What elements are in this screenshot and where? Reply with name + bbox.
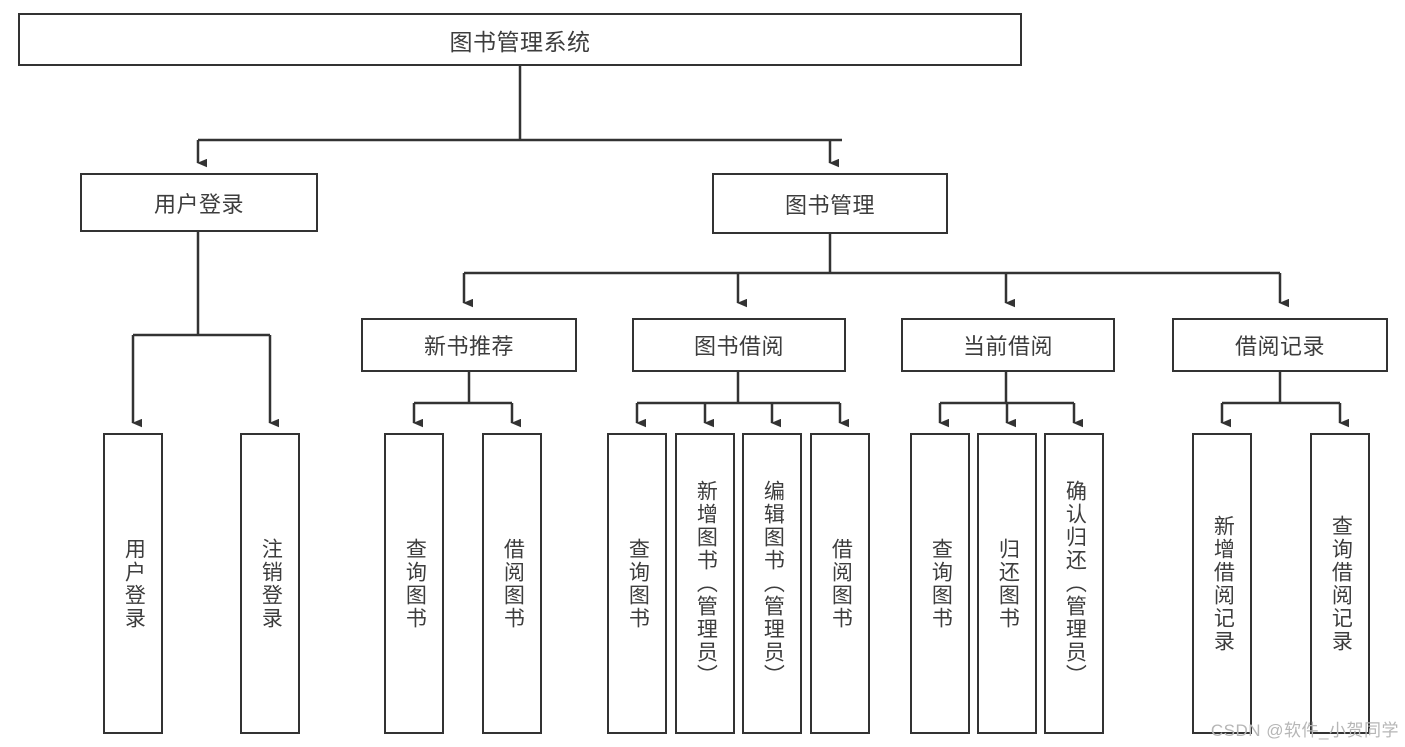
- node-label: 注销登录: [259, 537, 283, 630]
- node-label: 图书借阅: [693, 334, 784, 359]
- leaf-edit-book-admin[interactable]: 编辑图书（管理员）: [742, 433, 802, 734]
- node-label: 查询图书: [929, 537, 953, 630]
- leaf-query-book-borrow[interactable]: 查询图书: [607, 433, 667, 734]
- node-label: 用户登录: [153, 191, 244, 217]
- node-label: 查询借阅记录: [1329, 514, 1353, 653]
- leaf-add-borrow-record[interactable]: 新增借阅记录: [1192, 433, 1252, 734]
- node-label: 新书推荐: [423, 334, 514, 359]
- node-label: 借阅记录: [1234, 334, 1325, 359]
- leaf-query-book-recommend[interactable]: 查询图书: [384, 433, 444, 734]
- node-label: 新增图书（管理员）: [694, 480, 718, 687]
- leaf-borrow-book[interactable]: 借阅图书: [810, 433, 870, 734]
- node-label: 确认归还（管理员）: [1063, 480, 1087, 687]
- leaf-add-book-admin[interactable]: 新增图书（管理员）: [675, 433, 735, 734]
- csdn-watermark: CSDN @软件_小贺同学: [1210, 721, 1399, 740]
- node-new-book-recommend[interactable]: 新书推荐: [361, 318, 577, 372]
- leaf-return-book[interactable]: 归还图书: [977, 433, 1037, 734]
- node-label: 用户登录: [122, 537, 146, 630]
- leaf-user-login[interactable]: 用户登录: [103, 433, 163, 734]
- node-borrow-record[interactable]: 借阅记录: [1172, 318, 1388, 372]
- node-user-login[interactable]: 用户登录: [80, 173, 318, 232]
- node-label: 借阅图书: [501, 537, 525, 630]
- node-label: 借阅图书: [829, 537, 853, 630]
- node-label: 归还图书: [996, 537, 1020, 630]
- node-label: 编辑图书（管理员）: [761, 480, 785, 687]
- node-label: 当前借阅: [962, 334, 1053, 359]
- node-label: 查询图书: [403, 537, 427, 630]
- leaf-confirm-return-admin[interactable]: 确认归还（管理员）: [1044, 433, 1104, 734]
- node-label: 图书管理系统: [449, 28, 591, 55]
- node-label: 图书管理: [784, 192, 875, 218]
- node-book-borrow[interactable]: 图书借阅: [632, 318, 846, 372]
- node-label: 新增借阅记录: [1211, 514, 1235, 653]
- node-label: 查询图书: [626, 537, 650, 630]
- node-book-management[interactable]: 图书管理: [712, 173, 948, 234]
- leaf-query-book-current[interactable]: 查询图书: [910, 433, 970, 734]
- leaf-borrow-book-recommend[interactable]: 借阅图书: [482, 433, 542, 734]
- leaf-logout[interactable]: 注销登录: [240, 433, 300, 734]
- node-current-borrow[interactable]: 当前借阅: [901, 318, 1115, 372]
- node-root-system[interactable]: 图书管理系统: [18, 13, 1022, 66]
- leaf-query-borrow-record[interactable]: 查询借阅记录: [1310, 433, 1370, 734]
